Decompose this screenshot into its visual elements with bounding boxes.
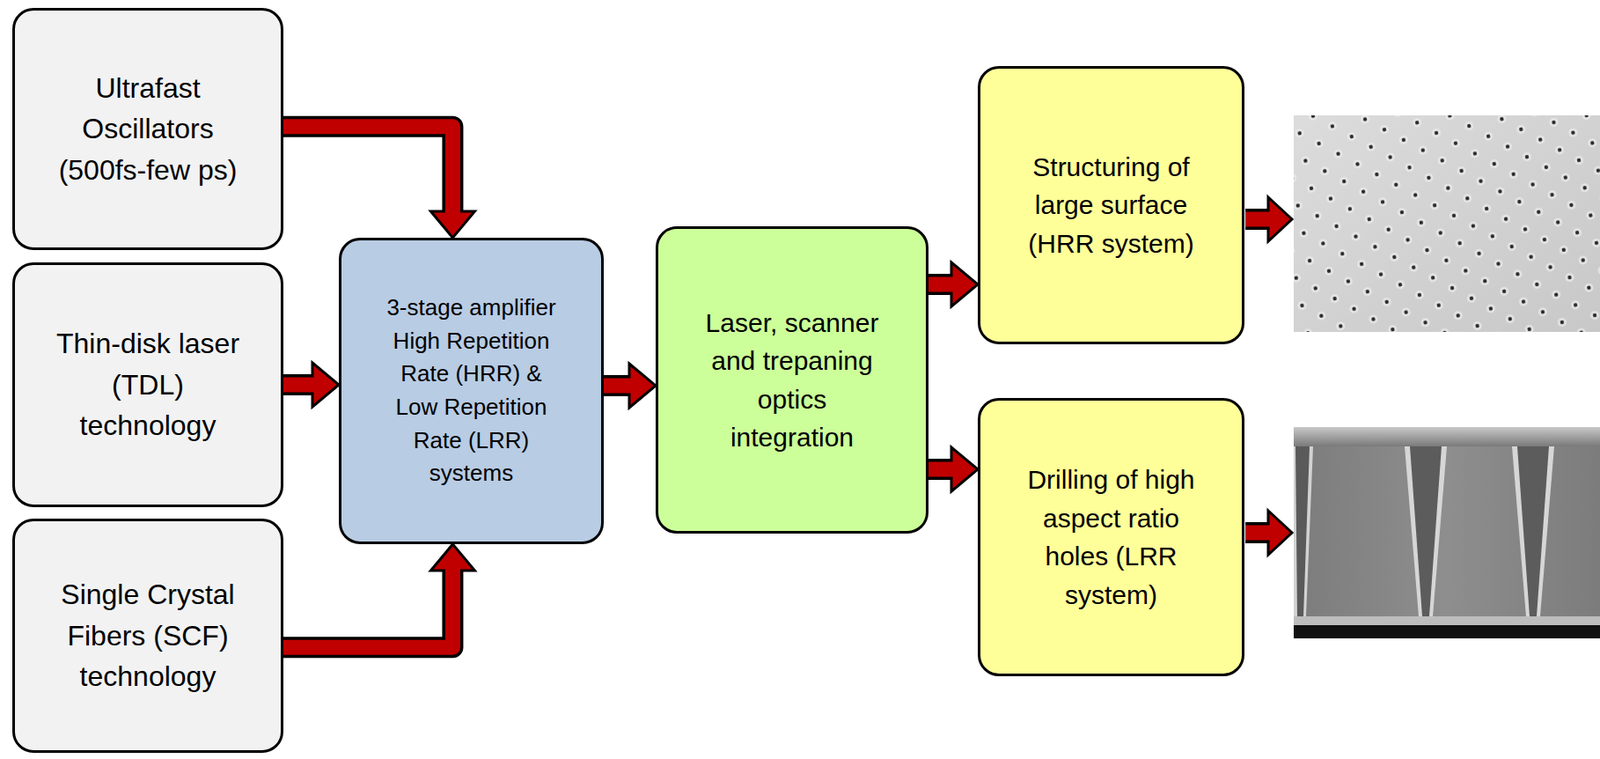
flow-arrow	[283, 543, 475, 647]
text-group: Structuring of large surface (HRR system…	[1010, 147, 1213, 264]
flow-arrow	[928, 447, 978, 492]
flow-arrow	[928, 262, 978, 307]
flow-arrow	[283, 126, 475, 238]
text-group: Laser, scanner and trepaning optics inte…	[693, 303, 892, 457]
flow-arrow	[283, 362, 339, 407]
node-text: Laser, scanner and trepaning optics inte…	[693, 303, 892, 457]
source-box: Ultrafast Oscillators (500fs-few ps)	[12, 7, 284, 250]
integration-box: Laser, scanner and trepaning optics inte…	[655, 226, 929, 534]
flow-arrow	[603, 363, 656, 408]
node-text: Thin-disk laser (TDL) technology	[42, 322, 254, 446]
text-group: Drilling of high aspect ratio holes (LRR…	[1025, 460, 1197, 614]
node-text: Ultrafast Oscillators (500fs-few ps)	[42, 67, 254, 191]
image-arrow	[1245, 510, 1292, 555]
source-box: Thin-disk laser (TDL) technology	[12, 262, 284, 507]
text-group: 3-stage amplifier High Repetition Rate (…	[381, 291, 562, 491]
cross-section-micrograph	[1293, 426, 1600, 639]
node-text: Drilling of high aspect ratio holes (LRR…	[1025, 460, 1197, 614]
text-group: Ultrafast Oscillators (500fs-few ps)	[42, 67, 254, 191]
node-text: Single Crystal Fibers (SCF) technology	[42, 573, 254, 697]
application-box: Drilling of high aspect ratio holes (LRR…	[977, 397, 1245, 676]
image-arrow	[1245, 197, 1292, 242]
text-group: Thin-disk laser (TDL) technology	[42, 322, 254, 446]
node-text: 3-stage amplifier High Repetition Rate (…	[381, 291, 562, 491]
node-text: Structuring of large surface (HRR system…	[1010, 147, 1213, 264]
text-group: Single Crystal Fibers (SCF) technology	[42, 573, 254, 697]
application-box: Structuring of large surface (HRR system…	[977, 66, 1245, 345]
amplifier-box: 3-stage amplifier High Repetition Rate (…	[338, 237, 604, 544]
source-box: Single Crystal Fibers (SCF) technology	[12, 518, 284, 753]
surface-micrograph	[1293, 115, 1600, 332]
